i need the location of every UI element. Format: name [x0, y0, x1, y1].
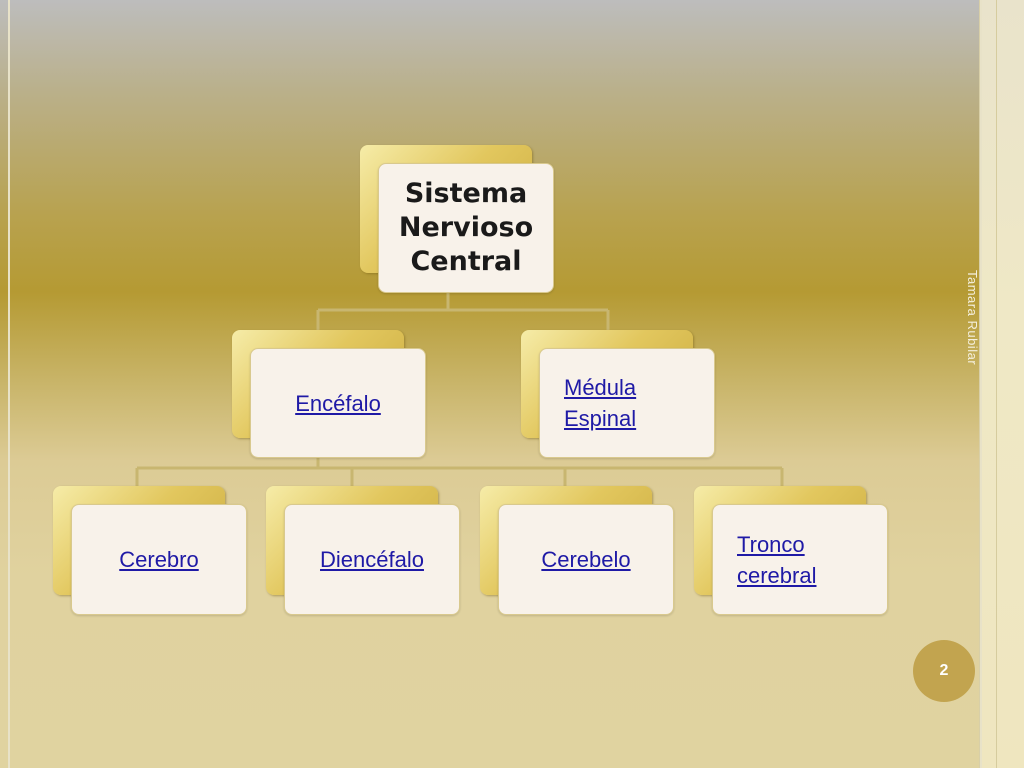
- node-card: Médula Espinal: [539, 348, 715, 458]
- node-label: Sistema Nervioso Central: [398, 178, 534, 277]
- author-name: Tamara Rubilar: [965, 270, 980, 366]
- node-link-tronco-cerebral[interactable]: Tronco cerebral: [737, 531, 817, 588]
- node-card: Tronco cerebral: [712, 504, 888, 615]
- node-sistema-nervioso-central: Sistema Nervioso Central: [360, 145, 554, 293]
- node-diencefalo[interactable]: Diencéfalo: [266, 486, 460, 615]
- node-cerebro[interactable]: Cerebro: [53, 486, 247, 615]
- node-link-cerebro[interactable]: Cerebro: [119, 547, 199, 572]
- node-encefalo[interactable]: Encéfalo: [232, 330, 426, 458]
- node-link-medula-espinal[interactable]: Médula Espinal: [564, 375, 637, 431]
- node-card: Sistema Nervioso Central: [378, 163, 554, 293]
- node-link-encefalo[interactable]: Encéfalo: [295, 390, 381, 416]
- node-card: Diencéfalo: [284, 504, 460, 615]
- left-border-line: [8, 0, 10, 768]
- right-border-line-inner: [996, 0, 997, 768]
- node-tronco-cerebral[interactable]: Tronco cerebral: [694, 486, 888, 615]
- node-cerebelo[interactable]: Cerebelo: [480, 486, 674, 615]
- right-border-line: [980, 0, 982, 768]
- node-link-diencefalo[interactable]: Diencéfalo: [320, 547, 424, 572]
- node-card: Cerebro: [71, 504, 247, 615]
- node-link-cerebelo[interactable]: Cerebelo: [541, 547, 631, 572]
- page-number-badge: 2: [913, 640, 975, 702]
- node-card: Encéfalo: [250, 348, 426, 458]
- page-number: 2: [939, 662, 949, 679]
- node-medula-espinal[interactable]: Médula Espinal: [521, 330, 715, 458]
- slide-right-border: [979, 0, 1024, 768]
- node-card: Cerebelo: [498, 504, 674, 615]
